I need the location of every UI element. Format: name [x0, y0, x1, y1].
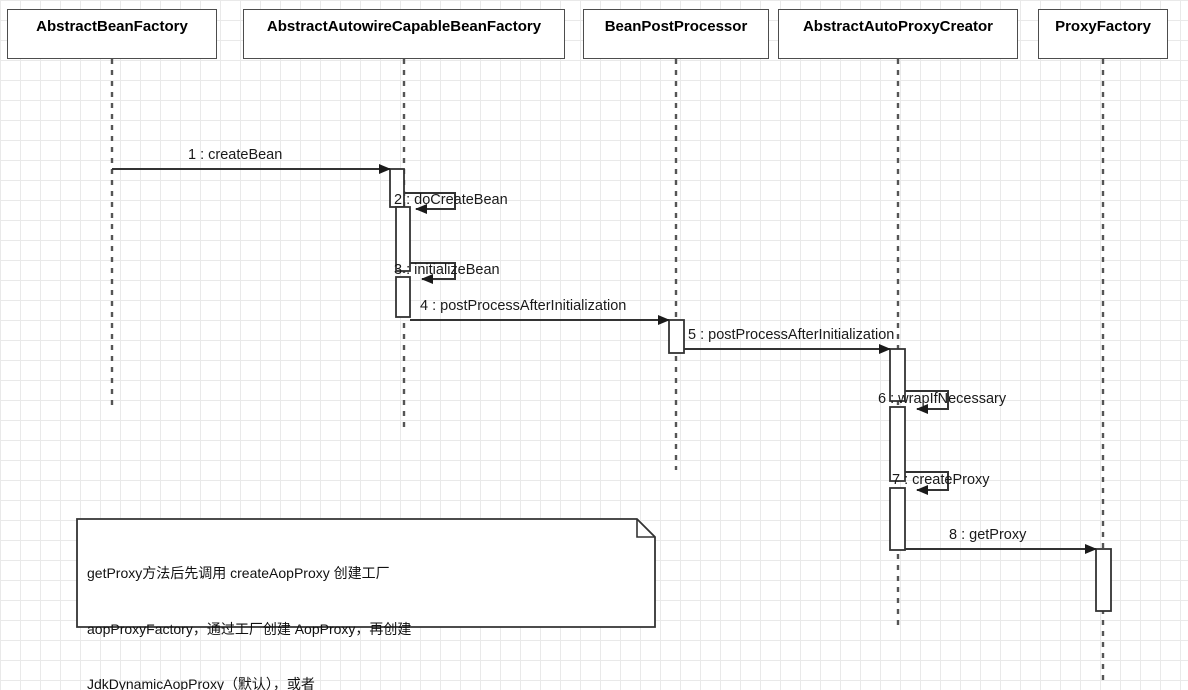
activation-bar-act-pf-1	[1095, 548, 1112, 612]
note-line: getProxy方法后先调用 createAopProxy 创建工厂	[87, 565, 390, 581]
message-label-3-initializeBean: 3 : initializeBean	[394, 262, 500, 278]
message-label-1-createBean: 1 : createBean	[188, 147, 283, 163]
activation-bar-act-aapc-2	[889, 406, 906, 482]
lifeline-title: AbstractAutowireCapableBeanFactory	[266, 18, 542, 35]
lifeline-title: BeanPostProcessor	[604, 18, 748, 35]
message-arrows	[112, 164, 1097, 554]
activation-bar-act-acbf-3	[395, 276, 411, 318]
message-label-6-wrapIfNecessary: 6 : wrapIfNecessary	[878, 391, 1007, 407]
message-label-5-postProcessAfterInitialization: 5 : postProcessAfterInitialization	[688, 327, 895, 343]
note-line: JdkDynamicAopProxy（默认），或者	[87, 676, 315, 690]
activation-bar-act-bpp-1	[668, 319, 685, 354]
activation-bar-act-acbf-2	[395, 206, 411, 272]
lifeline-title: ProxyFactory	[1055, 18, 1151, 35]
activation-bar-act-aapc-3	[889, 487, 906, 551]
message-label-4-postProcessAfterInitialization: 4 : postProcessAfterInitialization	[420, 298, 627, 314]
message-arrow-7-createProxy[interactable]	[905, 471, 949, 495]
message-label-7-createProxy: 7 : createProxy	[892, 472, 990, 488]
lifeline-header-abstract-auto-proxy-creator[interactable]: AbstractAutoProxyCreator	[778, 9, 1018, 59]
lifeline-header-abstract-bean-factory[interactable]: AbstractBeanFactory	[7, 9, 217, 59]
message-arrow-6-wrapIfNecessary[interactable]	[905, 390, 949, 414]
message-arrow-3-initializeBean[interactable]	[410, 262, 456, 284]
note-line: aopProxyFactory，通过工厂创建 AopProxy，再创建	[87, 620, 412, 637]
lifeline-header-bean-post-processor[interactable]: BeanPostProcessor	[583, 9, 769, 59]
message-arrow-2-doCreateBean[interactable]	[404, 192, 456, 214]
note-fold-corner	[636, 519, 655, 538]
lifeline-title: AbstractBeanFactory	[36, 18, 188, 35]
activation-bar-act-aapc-1	[889, 348, 906, 402]
note-body	[76, 518, 656, 628]
note-getproxy-explanation: getProxy方法后先调用 createAopProxy 创建工厂 aopPr…	[77, 519, 655, 690]
message-label-2-doCreateBean: 2 : doCreateBean	[394, 192, 508, 208]
lifeline-header-abstract-autowire-capable-bean-factory[interactable]: AbstractAutowireCapableBeanFactory	[243, 9, 565, 59]
activation-bars	[389, 168, 1112, 612]
lifeline-title: AbstractAutoProxyCreator	[802, 18, 994, 35]
note-shape	[76, 518, 656, 628]
lifeline-header-proxy-factory[interactable]: ProxyFactory	[1038, 9, 1168, 59]
message-label-8-getProxy: 8 : getProxy	[949, 527, 1027, 543]
